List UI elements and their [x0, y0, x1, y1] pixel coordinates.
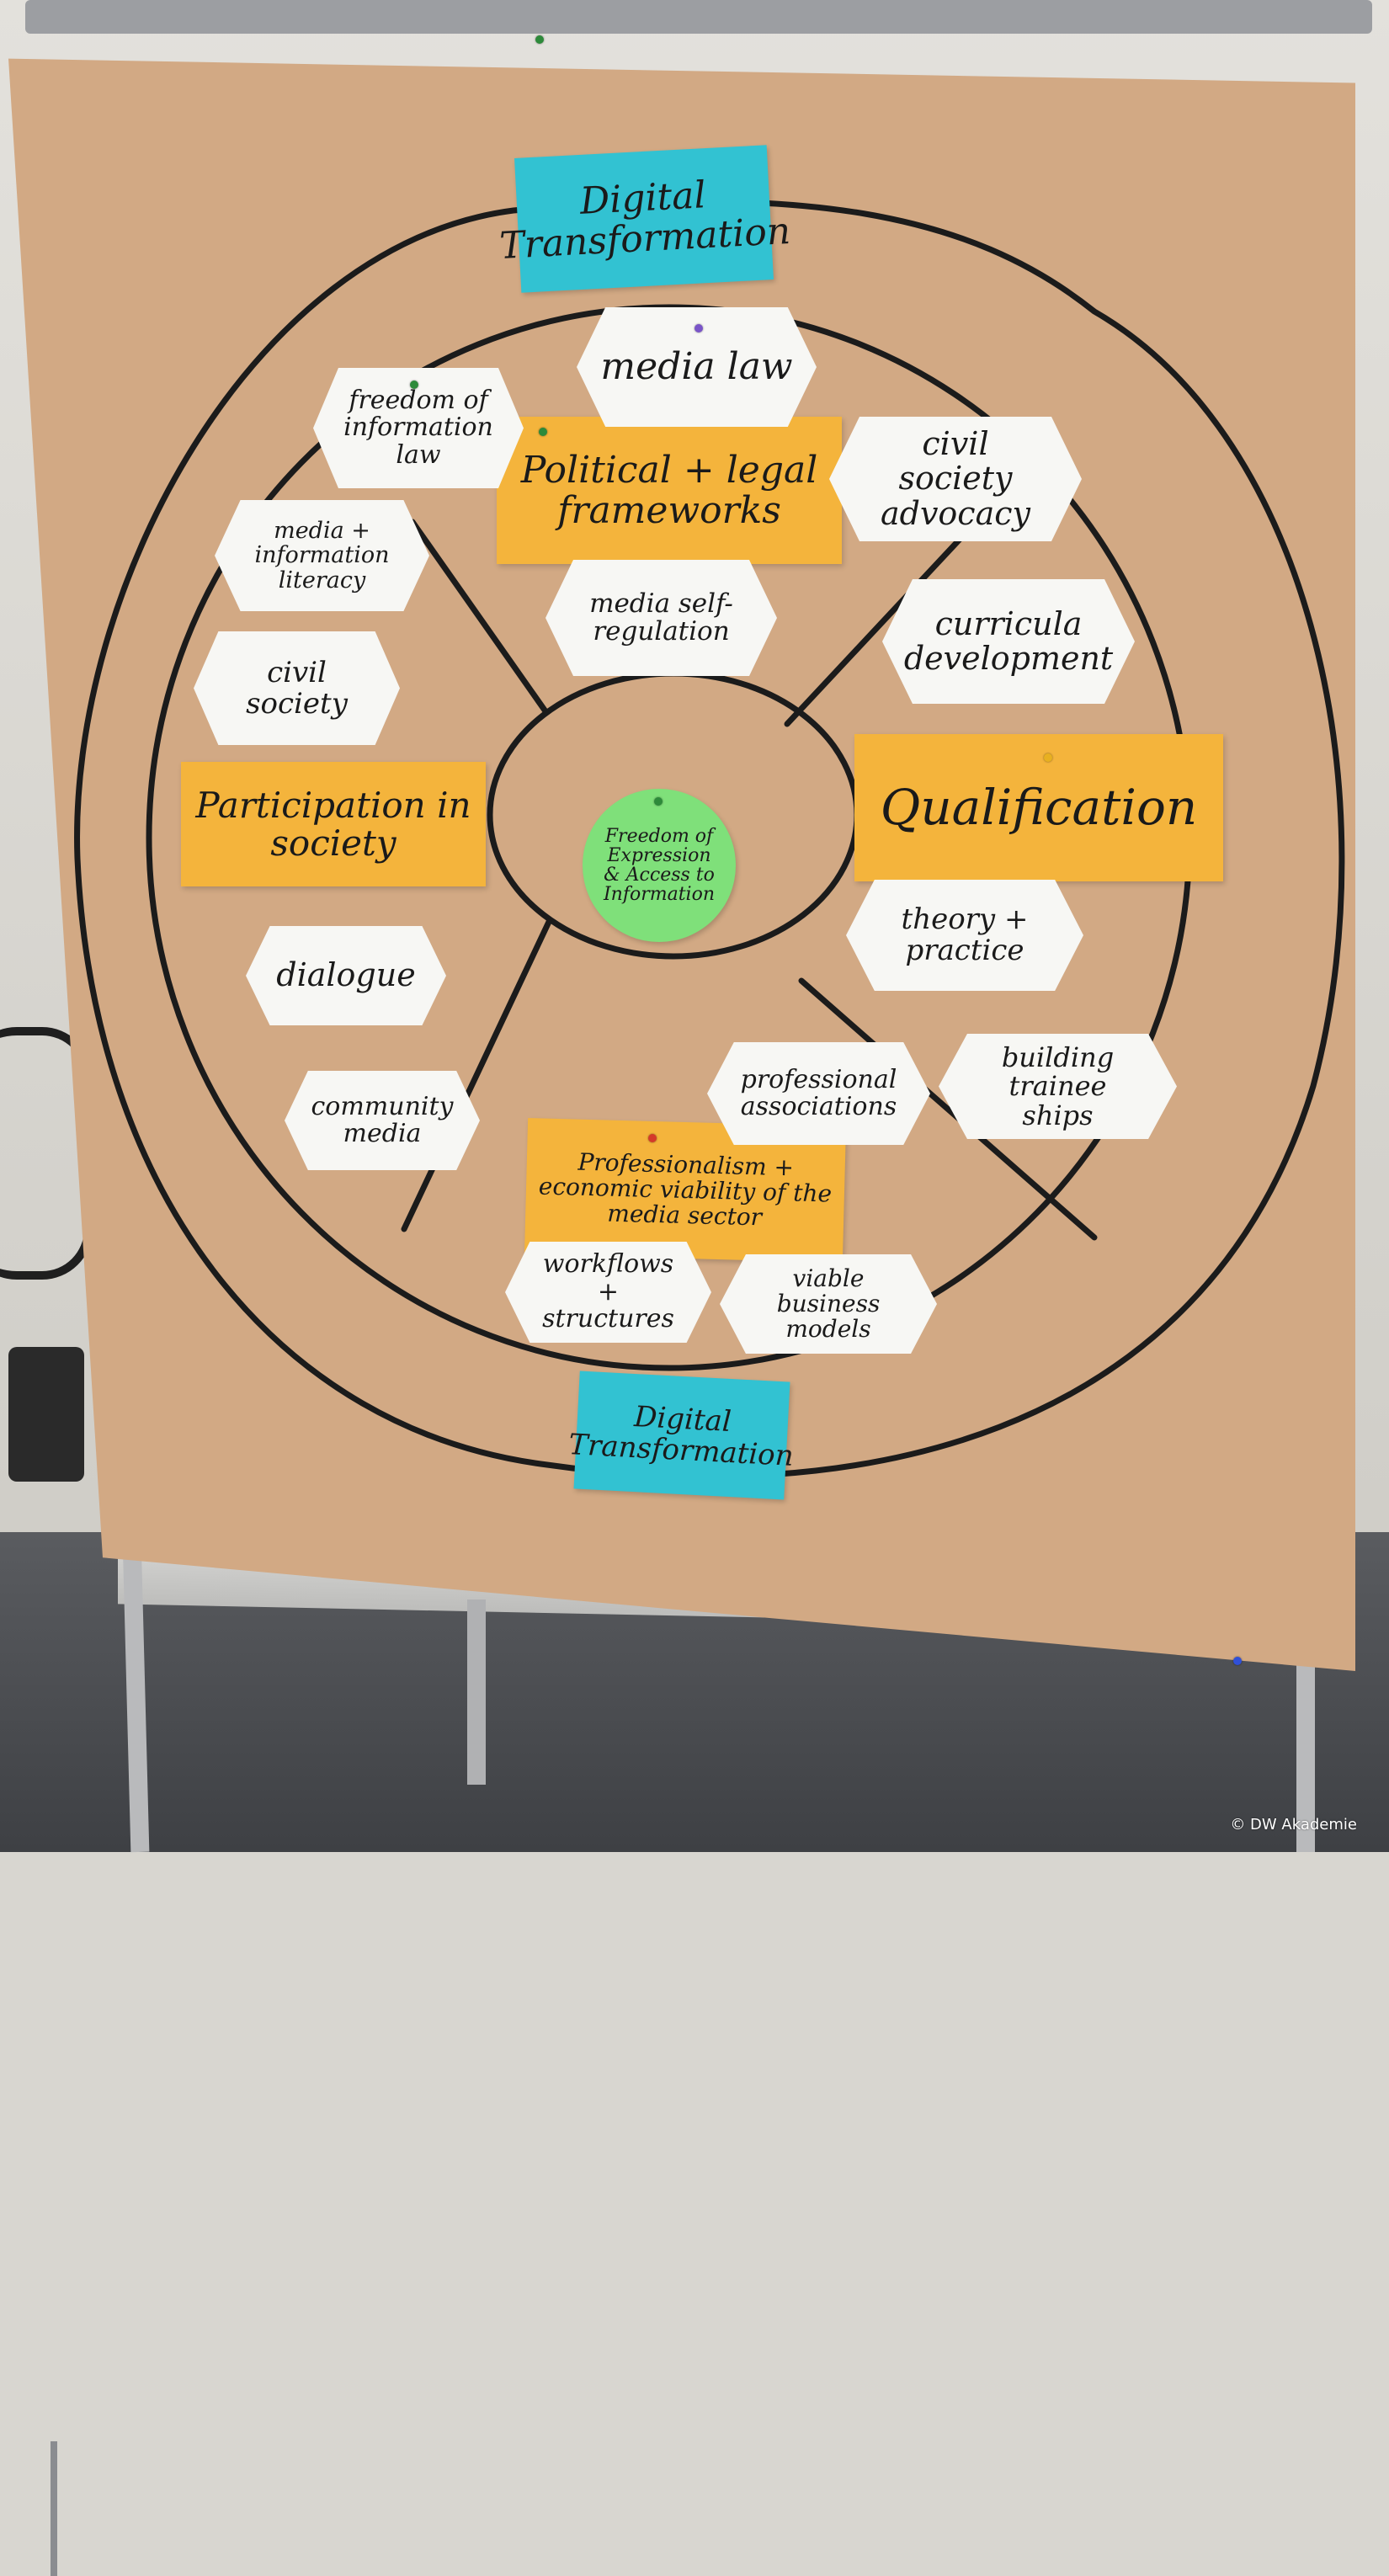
flipchart-leg-mid	[467, 1599, 486, 1785]
topic-dialogue-label: dialogue	[276, 956, 416, 994]
topic-building-traineeships: building trainee ships	[939, 1034, 1177, 1139]
pushpin	[539, 428, 547, 436]
topic-civil-society-advocacy-label: civil society advocacy	[880, 425, 1030, 532]
pushpin	[648, 1134, 657, 1142]
pushpin	[410, 381, 418, 389]
topic-media-self-regulation: media self-regulation	[545, 560, 777, 676]
topic-professional-associations: professional associations	[707, 1042, 930, 1145]
topic-viable-business-models-label: viable business models	[776, 1264, 881, 1344]
topic-curricula-development: curricula development	[882, 579, 1135, 704]
digital-transformation-top: Digital Transformation	[498, 145, 791, 293]
category-qualification: Qualification	[854, 734, 1223, 881]
spoke-upper-right	[784, 527, 971, 727]
pushpin	[1233, 1657, 1242, 1665]
pushpin	[535, 35, 544, 44]
category-professionalism-label: Professionalism + economic viability of …	[538, 1147, 833, 1232]
spoke-lower-right	[798, 977, 1098, 1241]
digital-top-label: Digital Transformation	[498, 173, 792, 268]
topic-civil-society-advocacy: civil society advocacy	[829, 417, 1082, 541]
topic-civil-society-label: civil society	[246, 655, 348, 721]
category-political-label: Political + legal frameworks	[520, 448, 818, 532]
digital-bottom-label: Digital Transformation	[567, 1400, 795, 1473]
copyright-notice: © DW Akademie	[1230, 1816, 1357, 1834]
spoke-upper-left	[409, 519, 549, 715]
topic-dialogue: dialogue	[246, 926, 446, 1025]
topic-viable-business-models: viable business models	[720, 1254, 937, 1354]
center-label: Freedom of Expression & Access to Inform…	[603, 825, 716, 906]
topic-building-traineeships-label: building trainee ships	[1001, 1041, 1115, 1131]
pushpin	[1044, 753, 1052, 762]
center-circle: Freedom of Expression & Access to Inform…	[583, 789, 736, 942]
topic-workflows-structures-label: workflows + structures	[542, 1249, 674, 1334]
topic-media-self-regulation-label: media self-regulation	[589, 588, 733, 647]
flipchart-frame	[25, 0, 1372, 34]
digital-transformation-bottom: Digital Transformation	[568, 1370, 795, 1500]
topic-community-media-label: community media	[311, 1091, 454, 1148]
topic-civil-society: civil society	[194, 631, 400, 745]
pushpin	[654, 797, 663, 806]
topic-media-information-literacy: media + information literacy	[215, 500, 429, 611]
category-participation-label: Participation in society	[195, 784, 471, 864]
topic-professional-associations-label: professional associations	[740, 1064, 897, 1121]
spoke-lower-left	[401, 918, 552, 1232]
category-political-legal: Political + legal frameworks	[497, 417, 842, 564]
topic-media-information-literacy-label: media + information literacy	[254, 518, 390, 593]
topic-community-media: community media	[285, 1071, 480, 1170]
topic-media-law-label: media law	[600, 345, 793, 389]
topic-curricula-development-label: curricula development	[903, 604, 1114, 677]
topic-theory-practice-label: theory + practice	[901, 902, 1029, 967]
pushpin	[694, 324, 703, 333]
topic-theory-practice: theory + practice	[846, 880, 1083, 991]
category-qualification-label: Qualification	[880, 779, 1198, 837]
category-participation: Participation in society	[181, 762, 486, 886]
topic-freedom-of-information-label: freedom of information law	[343, 385, 493, 470]
topic-workflows-structures: workflows + structures	[505, 1242, 711, 1343]
outer-ring	[74, 198, 1345, 1480]
topic-freedom-of-information: freedom of information law	[313, 368, 524, 488]
